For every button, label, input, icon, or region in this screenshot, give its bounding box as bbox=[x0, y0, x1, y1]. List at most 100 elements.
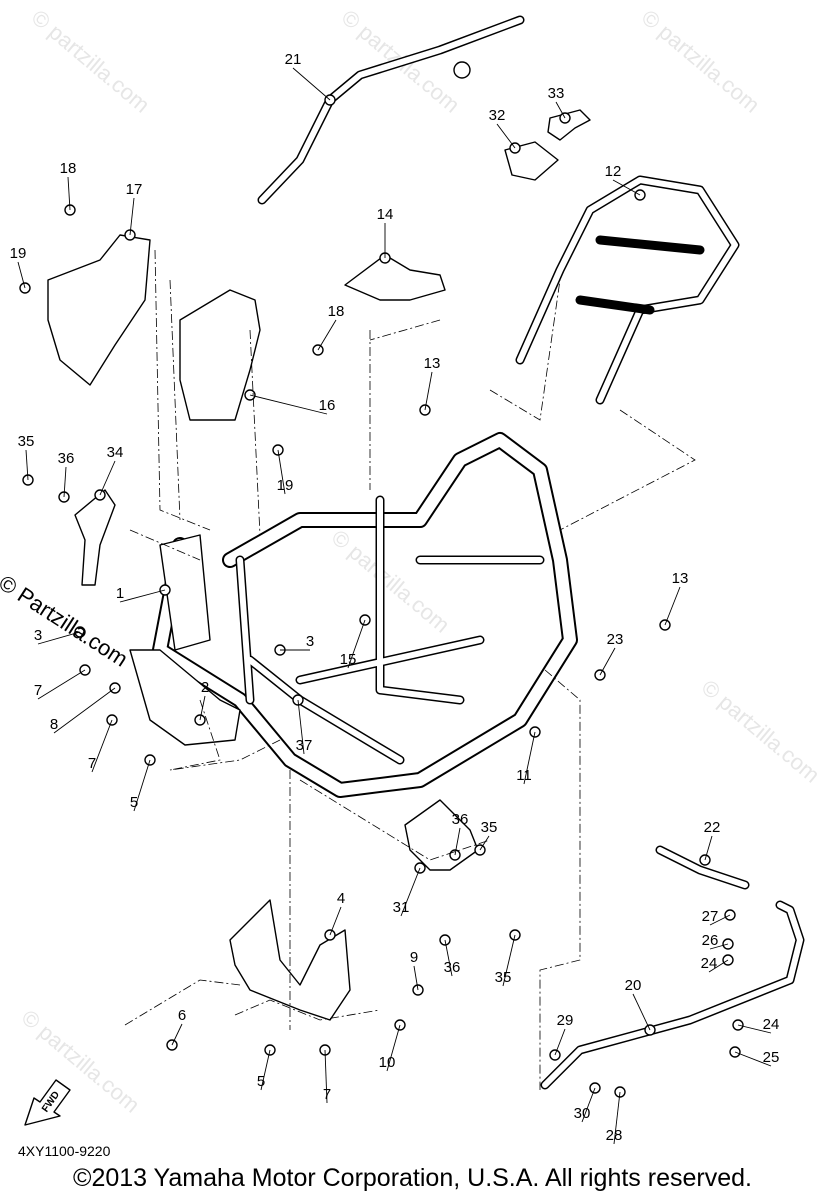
leader-line bbox=[554, 1028, 566, 1056]
callout-4: 4 bbox=[337, 890, 345, 907]
callout-3: 3 bbox=[34, 627, 42, 644]
callout-35: 35 bbox=[495, 969, 512, 986]
callout-24: 24 bbox=[763, 1016, 780, 1033]
leader-line bbox=[734, 1051, 772, 1067]
leader-line bbox=[260, 1049, 271, 1091]
callout-36: 36 bbox=[452, 811, 469, 828]
fwd-arrow-icon: FWD bbox=[24, 1079, 71, 1126]
callout-20: 20 bbox=[625, 977, 642, 994]
callout-26: 26 bbox=[702, 932, 719, 949]
leader-line bbox=[292, 67, 331, 101]
part-20-stay bbox=[540, 900, 805, 1090]
callout-18: 18 bbox=[328, 303, 345, 320]
callout-7: 7 bbox=[323, 1086, 331, 1103]
leader-line bbox=[632, 993, 651, 1031]
callout-19: 19 bbox=[277, 477, 294, 494]
callout-19: 19 bbox=[10, 245, 27, 262]
part-16-side-cover bbox=[179, 289, 261, 421]
callout-22: 22 bbox=[704, 819, 721, 836]
leader-line bbox=[37, 631, 81, 645]
callout-9: 9 bbox=[410, 949, 418, 966]
leader-line bbox=[347, 619, 366, 669]
callout-10: 10 bbox=[379, 1054, 396, 1071]
leader-line bbox=[613, 1091, 621, 1145]
leader-line bbox=[249, 394, 328, 415]
callout-35: 35 bbox=[18, 433, 35, 450]
leader-line bbox=[129, 197, 135, 236]
leader-line bbox=[317, 319, 337, 351]
leader-line bbox=[709, 914, 731, 926]
assembly-lines bbox=[124, 249, 696, 1090]
leader-line bbox=[599, 647, 616, 676]
callout-31: 31 bbox=[393, 899, 410, 916]
callout-14: 14 bbox=[377, 206, 394, 223]
faint-watermark: © partzilla.com bbox=[27, 5, 155, 118]
copyright-notice: ©2013 Yamaha Motor Corporation, U.S.A. A… bbox=[73, 1164, 752, 1192]
leader-line bbox=[400, 867, 421, 917]
diagram-part-number: 4XY1100-9220 bbox=[18, 1143, 111, 1159]
leader-lines bbox=[17, 67, 772, 1145]
leader-line bbox=[664, 586, 681, 626]
fasteners bbox=[19, 94, 744, 1098]
part-22-stay bbox=[655, 845, 750, 890]
callout-24: 24 bbox=[701, 955, 718, 972]
part-14-bracket bbox=[344, 254, 446, 301]
leader-line bbox=[119, 589, 166, 603]
callout-17: 17 bbox=[126, 181, 143, 198]
leader-line bbox=[329, 906, 342, 936]
callout-5: 5 bbox=[257, 1073, 265, 1090]
leader-line bbox=[523, 731, 536, 785]
leader-line bbox=[704, 835, 713, 861]
callout-11: 11 bbox=[516, 767, 532, 784]
part-33-clip bbox=[547, 109, 591, 141]
leader-line bbox=[386, 1024, 401, 1072]
leader-line bbox=[37, 669, 86, 700]
part-12-rear-frame bbox=[515, 175, 740, 405]
leader-line bbox=[496, 123, 516, 149]
leader-line bbox=[555, 101, 566, 119]
leader-line bbox=[612, 179, 641, 196]
part-1-main-frame bbox=[152, 432, 578, 798]
leader-line bbox=[502, 934, 516, 987]
leader-line bbox=[17, 261, 26, 289]
leader-line bbox=[133, 759, 151, 812]
leader-line bbox=[479, 835, 490, 851]
callout-36: 36 bbox=[58, 450, 75, 467]
callout-29: 29 bbox=[557, 1012, 574, 1029]
faint-watermark: © partzilla.com bbox=[637, 5, 765, 118]
leader-line bbox=[424, 371, 433, 411]
leader-line bbox=[709, 943, 729, 950]
leader-line bbox=[581, 1087, 596, 1123]
leader-line bbox=[199, 695, 206, 721]
leader-line bbox=[53, 687, 116, 734]
part-4-lower-bracket bbox=[229, 899, 351, 1021]
leader-line bbox=[63, 466, 67, 498]
callout-12: 12 bbox=[605, 163, 622, 180]
leader-line bbox=[171, 1023, 183, 1046]
callout-21: 21 bbox=[285, 51, 302, 68]
callout-13: 13 bbox=[672, 570, 689, 587]
callout-6: 6 bbox=[178, 1007, 186, 1024]
leader-line bbox=[99, 460, 116, 496]
leader-line bbox=[324, 1049, 328, 1104]
callout-35: 35 bbox=[481, 819, 498, 836]
faint-watermark: © partzilla.com bbox=[697, 675, 825, 788]
leader-line bbox=[25, 449, 29, 481]
callout-28: 28 bbox=[606, 1127, 623, 1144]
part-17-side-cover bbox=[47, 234, 151, 386]
callout-33: 33 bbox=[548, 85, 565, 102]
callout-16: 16 bbox=[319, 397, 336, 414]
leader-line bbox=[708, 959, 729, 973]
leader-line bbox=[277, 449, 286, 495]
leader-line bbox=[91, 719, 113, 773]
callout-15: 15 bbox=[340, 651, 357, 668]
callout-23: 23 bbox=[607, 631, 624, 648]
callout-8: 8 bbox=[50, 716, 58, 733]
callout-30: 30 bbox=[574, 1105, 591, 1122]
callout-1: 1 bbox=[116, 585, 124, 602]
leader-line bbox=[454, 827, 461, 856]
leader-line bbox=[413, 965, 419, 991]
